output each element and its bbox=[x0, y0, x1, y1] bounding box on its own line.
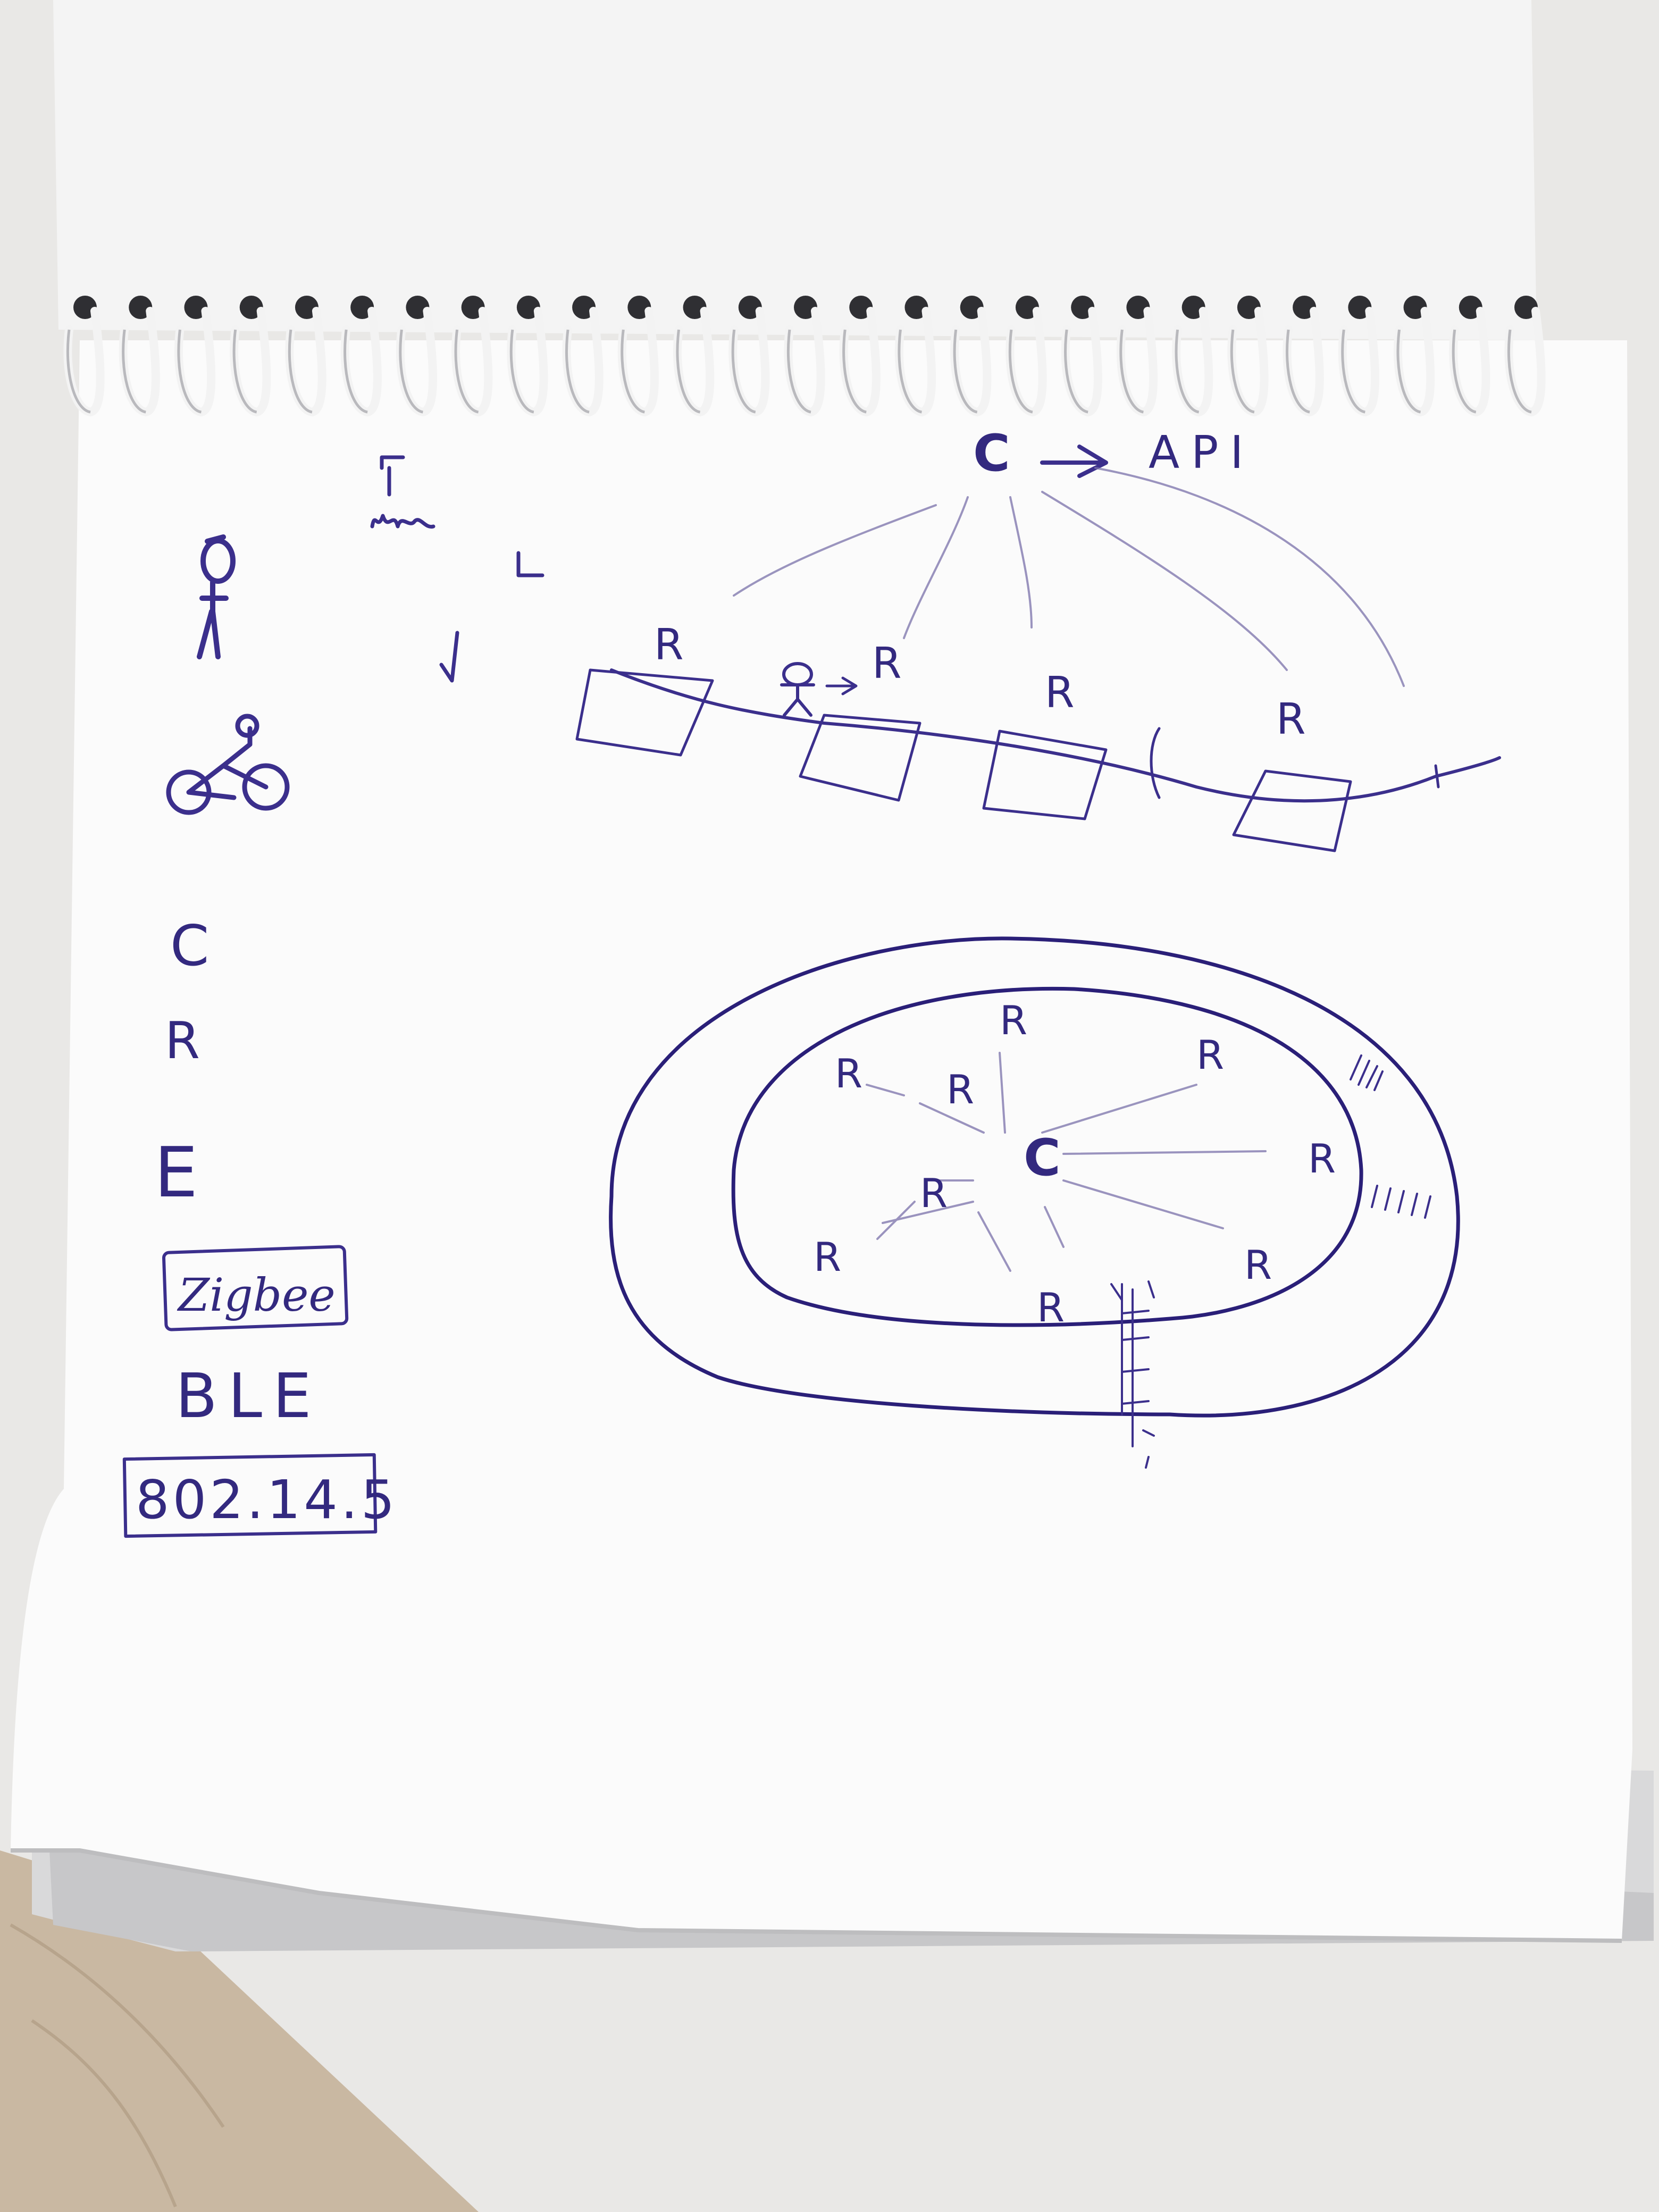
legend-r: R bbox=[165, 1012, 200, 1070]
spiral-coil-shadow bbox=[1286, 329, 1310, 414]
track-line bbox=[610, 668, 1501, 803]
spiral-coil-shadow bbox=[1507, 329, 1532, 414]
hub-spokes bbox=[866, 1052, 1267, 1272]
ring-hatches bbox=[1110, 1054, 1431, 1469]
ring-router-8: R bbox=[1244, 1242, 1272, 1288]
spiral-coil-shadow bbox=[1452, 329, 1477, 414]
top-router-2: R bbox=[872, 639, 902, 688]
ring-router-5: R bbox=[1308, 1135, 1336, 1182]
legend-ble: BLE bbox=[175, 1361, 322, 1432]
controller-links bbox=[733, 467, 1405, 687]
spiral-coil-shadow bbox=[1230, 329, 1255, 414]
ring-router-1: R bbox=[1000, 997, 1027, 1044]
spiral-coil-shadow bbox=[786, 329, 811, 414]
ring-router-2: R bbox=[835, 1050, 862, 1097]
spiral-coil-shadow bbox=[509, 329, 534, 414]
outer-ring bbox=[609, 936, 1460, 1418]
ring-router-9: R bbox=[1037, 1284, 1065, 1331]
ieee-box bbox=[122, 1453, 378, 1538]
spiral-coil-shadow bbox=[177, 329, 202, 414]
spiral-coil-shadow bbox=[288, 329, 313, 414]
wood-grain bbox=[10, 1923, 225, 2208]
small-arrow bbox=[825, 676, 858, 696]
legend-c: C bbox=[170, 914, 209, 978]
spiral-coil-shadow bbox=[1064, 329, 1088, 414]
wood-table-corner bbox=[0, 1850, 479, 2212]
spiral-coil-shadow bbox=[621, 329, 646, 414]
spiral-coil-shadow bbox=[731, 329, 756, 414]
legend-e: E bbox=[154, 1132, 198, 1213]
notebook-back-page bbox=[53, 0, 1537, 340]
spiral-coil-shadow bbox=[565, 329, 590, 414]
spiral-binding bbox=[63, 296, 1546, 417]
notebook-page bbox=[11, 340, 1632, 1941]
spiral-coil-shadow bbox=[1341, 329, 1366, 414]
spiral-coil-shadow bbox=[399, 329, 424, 414]
ring-router-7: R bbox=[814, 1234, 841, 1280]
top-router-4: R bbox=[1276, 694, 1306, 744]
spiral-coil-shadow bbox=[454, 329, 479, 414]
spiral-coil-shadow bbox=[953, 329, 978, 414]
top-controller-c: C bbox=[973, 424, 1010, 483]
legend-ieee: 802.14.5 bbox=[136, 1469, 398, 1531]
spiral-coil-shadow bbox=[343, 329, 368, 414]
zigbee-box bbox=[162, 1245, 349, 1331]
router-boxes bbox=[575, 668, 1352, 852]
api-label: API bbox=[1149, 426, 1255, 479]
ring-center-c: C bbox=[1024, 1129, 1061, 1187]
bicycle-icon bbox=[166, 714, 290, 815]
legend-zigbee: Zigbee bbox=[177, 1269, 336, 1322]
corner-bracket-mark bbox=[370, 455, 544, 683]
spiral-coil-shadow bbox=[676, 329, 701, 414]
spiral-coil-shadow bbox=[1119, 329, 1144, 414]
api-arrow bbox=[1040, 445, 1108, 478]
ring-router-6: R bbox=[920, 1170, 948, 1217]
spiral-coil-shadow bbox=[1008, 329, 1033, 414]
inner-ring bbox=[731, 986, 1363, 1327]
small-person-icon bbox=[780, 662, 815, 717]
spiral-coil-shadow bbox=[66, 329, 91, 414]
spiral-coil-shadow bbox=[842, 329, 867, 414]
spiral-coil-shadow bbox=[1396, 329, 1421, 414]
top-router-1: R bbox=[654, 620, 684, 669]
person-icon bbox=[197, 534, 236, 659]
spiral-coil-shadow bbox=[232, 329, 257, 414]
spiral-coil-shadow bbox=[122, 329, 146, 414]
page-curl-shadow bbox=[11, 1848, 1622, 1943]
top-router-3: R bbox=[1045, 668, 1075, 717]
ring-router-4: R bbox=[1196, 1032, 1224, 1078]
spiral-coil-shadow bbox=[1175, 329, 1200, 414]
spiral-coil-shadow bbox=[898, 329, 923, 414]
track-end-mark bbox=[1150, 727, 1440, 799]
ring-router-3: R bbox=[946, 1066, 974, 1113]
